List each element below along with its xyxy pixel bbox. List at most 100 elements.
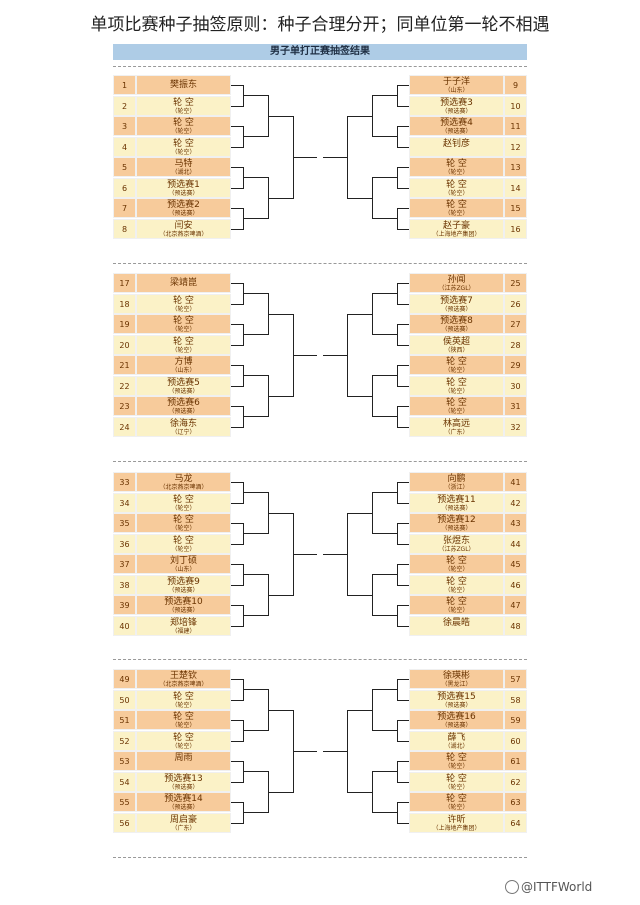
- player-affiliation: （轮空）: [444, 566, 469, 573]
- bracket-line: [397, 324, 409, 325]
- bracket-line: [397, 126, 398, 148]
- player-affiliation: （轮空）: [171, 107, 196, 115]
- player-entry: 预选赛4（预选赛）: [409, 116, 504, 136]
- draw-position-number: 39: [113, 595, 136, 615]
- player-name: 轮 空: [446, 200, 467, 210]
- bracket-line: [397, 283, 409, 284]
- player-entry: 预选赛15（预选赛）: [409, 689, 504, 710]
- player-affiliation: （轮空）: [171, 525, 196, 532]
- bracket-line: [231, 187, 243, 189]
- bracket-line: [372, 689, 373, 732]
- bracket-line: [372, 574, 373, 617]
- draw-position-number: 25: [504, 273, 527, 293]
- draw-position-number: 13: [504, 157, 527, 177]
- player-affiliation: （辽宁）: [171, 428, 196, 436]
- player-name: 许昕: [447, 814, 466, 825]
- bracket-line: [231, 543, 243, 545]
- player-entry: 赵子豪（上海地产集团）: [409, 218, 504, 239]
- bracket-line: [231, 167, 243, 168]
- player-name: 轮 空: [173, 97, 194, 108]
- player-entry: 张煜东（江苏ZGL）: [409, 533, 504, 554]
- bracket-line: [243, 492, 268, 494]
- bracket-line: [372, 177, 397, 179]
- bracket-line: [323, 156, 347, 158]
- bracket-line: [397, 625, 409, 627]
- bracket-line: [372, 533, 397, 535]
- bracket-line: [397, 740, 409, 742]
- player-name: 轮 空: [173, 691, 194, 702]
- player-affiliation: （山东）: [171, 367, 196, 374]
- bracket-line: [397, 105, 409, 107]
- bracket-line: [372, 689, 397, 691]
- player-entry: 孙闻（江苏ZGL）: [409, 273, 504, 293]
- bracket-line: [397, 324, 398, 346]
- draw-position-number: 2: [113, 95, 136, 116]
- player-name: 孙闻: [447, 275, 466, 285]
- draw-position-number: 20: [113, 334, 136, 355]
- bracket-line: [397, 802, 409, 803]
- draw-position-number: 40: [113, 615, 136, 636]
- player-affiliation: （预选赛）: [168, 804, 199, 811]
- player-affiliation: （轮空）: [171, 504, 196, 512]
- draw-position-number: 32: [504, 416, 527, 437]
- player-name: 预选赛3: [440, 97, 473, 108]
- bracket-line: [347, 197, 372, 199]
- player-name: 张煜东: [442, 535, 470, 546]
- player-entry: 轮 空（轮空）: [136, 136, 231, 157]
- draw-position-number: 12: [504, 136, 527, 157]
- bracket-line: [347, 594, 372, 596]
- player-entry: 预选赛3（预选赛）: [409, 95, 504, 116]
- draw-position-number: 5: [113, 157, 136, 177]
- section-divider: [113, 66, 527, 67]
- player-entry: 许昕（上海地产集团）: [409, 812, 504, 833]
- draw-position-number: 34: [113, 492, 136, 513]
- bracket-line: [372, 812, 397, 814]
- player-affiliation: （轮空）: [171, 346, 196, 354]
- player-name: 预选赛9: [167, 576, 200, 587]
- player-entry: 预选赛16（预选赛）: [409, 710, 504, 730]
- bracket-line: [323, 354, 347, 356]
- player-entry: 闫安（北京燕京啤酒）: [136, 218, 231, 239]
- draw-position-number: 17: [113, 273, 136, 293]
- player-name: 轮 空: [173, 336, 194, 347]
- player-name: 轮 空: [173, 316, 194, 326]
- bracket-line: [268, 197, 293, 199]
- draw-position-number: 14: [504, 177, 527, 198]
- draw-position-number: 63: [504, 792, 527, 812]
- draw-position-number: 28: [504, 334, 527, 355]
- bracket-line: [231, 426, 243, 428]
- bracket-line: [372, 375, 397, 377]
- player-entry: 预选赛14（预选赛）: [136, 792, 231, 812]
- draw-position-number: 36: [113, 533, 136, 554]
- player-affiliation: （轮空）: [444, 189, 469, 197]
- draw-position-number: 53: [113, 751, 136, 771]
- player-entry: 轮 空（轮空）: [136, 730, 231, 751]
- bracket-line: [347, 512, 372, 514]
- player-entry: 轮 空（轮空）: [409, 792, 504, 812]
- player-affiliation: （预选赛）: [168, 408, 199, 415]
- player-affiliation: （湖北）: [171, 169, 196, 176]
- player-entry: 轮 空（轮空）: [409, 157, 504, 177]
- player-affiliation: （山东）: [171, 566, 196, 573]
- player-entry: 于子洋（山东）: [409, 75, 504, 95]
- player-entry: 轮 空（轮空）: [409, 595, 504, 615]
- player-name: 预选赛4: [440, 118, 473, 128]
- player-entry: 徐海东（辽宁）: [136, 416, 231, 437]
- player-affiliation: （预选赛）: [168, 586, 199, 594]
- player-entry: 轮 空（轮空）: [136, 95, 231, 116]
- player-name: 预选赛8: [440, 316, 473, 326]
- bracket-line: [231, 523, 243, 524]
- player-name: 轮 空: [446, 398, 467, 408]
- player-entry: 梁靖崑: [136, 273, 231, 293]
- player-affiliation: （江苏ZGL）: [438, 545, 475, 553]
- bracket-line: [323, 553, 347, 555]
- player-name: 预选赛11: [437, 494, 476, 505]
- draw-position-number: 44: [504, 533, 527, 554]
- player-name: 轮 空: [173, 138, 194, 149]
- draw-position-number: 64: [504, 812, 527, 833]
- draw-position-number: 56: [113, 812, 136, 833]
- draw-position-number: 49: [113, 669, 136, 689]
- player-affiliation: （湖北）: [444, 742, 469, 750]
- bracket-line: [231, 146, 243, 148]
- player-entry: 王楚钦（北京燕京啤酒）: [136, 669, 231, 689]
